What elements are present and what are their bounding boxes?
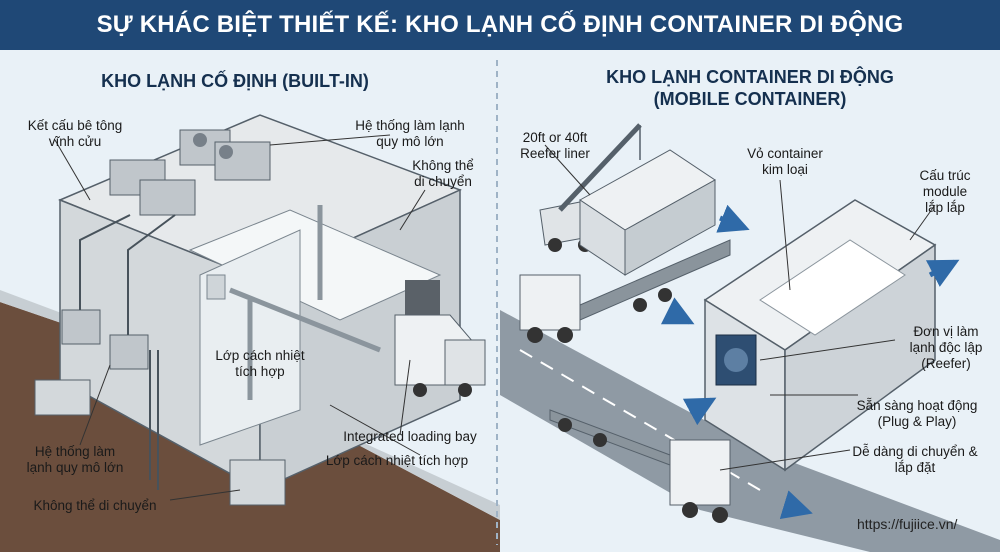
mobile-container [703, 199, 937, 472]
semi-truck-trailer [519, 239, 731, 343]
ground-surface [0, 290, 500, 552]
loading-bay-truck [394, 280, 486, 397]
left-heading: KHO LẠNH CỐ ĐỊNH (BUILT-IN) [101, 71, 369, 91]
illustration [0, 60, 1000, 552]
label-immovable-bottom: Không thể di chuyển [33, 498, 157, 513]
label-insulation-bottom: Lớp cách nhiệt tích hợp [325, 453, 469, 468]
label-loading-bay: Integrated loading bay [343, 429, 477, 444]
movement-arrows [660, 204, 960, 520]
label-plug-play: Sẵn sàng hoạt động(Plug & Play) [856, 398, 978, 429]
title-banner [0, 0, 1000, 50]
condenser-units-side [61, 214, 176, 490]
label-easy-move: Dễ dàng di chuyển &lắp đặt [852, 444, 978, 475]
right-heading-line1: KHO LẠNH CONTAINER DI ĐỘNG [606, 67, 894, 87]
condenser-units-top [109, 129, 271, 216]
page-title: SỰ KHÁC BIỆT THIẾT KẾ: KHO LẠNH CỐ ĐỊNH … [96, 11, 904, 38]
flatbed-truck [549, 409, 731, 523]
leader-lines [54, 134, 936, 501]
fixed-cold-storage-building [58, 114, 462, 492]
foundation-pillars [34, 379, 286, 506]
lifted-container [579, 149, 716, 276]
website-url: https://fujiice.vn/ [857, 516, 958, 532]
right-heading-line2: (MOBILE CONTAINER) [653, 89, 847, 109]
